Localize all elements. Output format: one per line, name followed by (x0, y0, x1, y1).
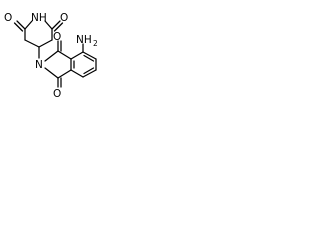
bond-n-c-top (44, 50, 59, 62)
oxygen-label-left: O (4, 12, 12, 24)
oxygen-label-top: O (53, 31, 61, 43)
bond-c5-o-a (51, 20, 61, 30)
bond-c4-c5-inner (83, 54, 95, 62)
amine-subscript: 2 (93, 39, 98, 48)
bond-c3a-c4 (70, 51, 84, 60)
pomalidomide-structure-diagram: O NH O N O O NH 2 (4, 12, 98, 98)
amine-label: NH (76, 34, 92, 46)
phthalimide-ring (44, 40, 72, 88)
oxygen-label-bottom: O (53, 88, 61, 98)
bond-ctop-c3a (57, 50, 72, 60)
bond-c6-c7-inner (83, 67, 95, 75)
bond-c4-c3 (38, 39, 53, 48)
bond-c4-c5 (82, 51, 97, 60)
bond-c1-o-b (13, 22, 24, 32)
bond-n-c-bottom (44, 67, 59, 79)
bond-n-c5 (44, 20, 53, 30)
glutarimide-ring (13, 20, 64, 48)
oxygen-label-right: O (60, 12, 68, 24)
bond-c1-o-a (16, 20, 26, 30)
bond-c7-c7a (70, 69, 84, 78)
imide-nh-label: NH (31, 12, 47, 24)
bond-c1-n (24, 20, 33, 30)
bond-cbot-c7a (57, 69, 72, 79)
bond-c3-c2 (24, 39, 40, 48)
bond-c5-o-b (53, 22, 64, 32)
isoindoline-n-label: N (35, 59, 43, 71)
benzene-ring (70, 51, 97, 78)
bond-c6-c7 (82, 69, 97, 78)
